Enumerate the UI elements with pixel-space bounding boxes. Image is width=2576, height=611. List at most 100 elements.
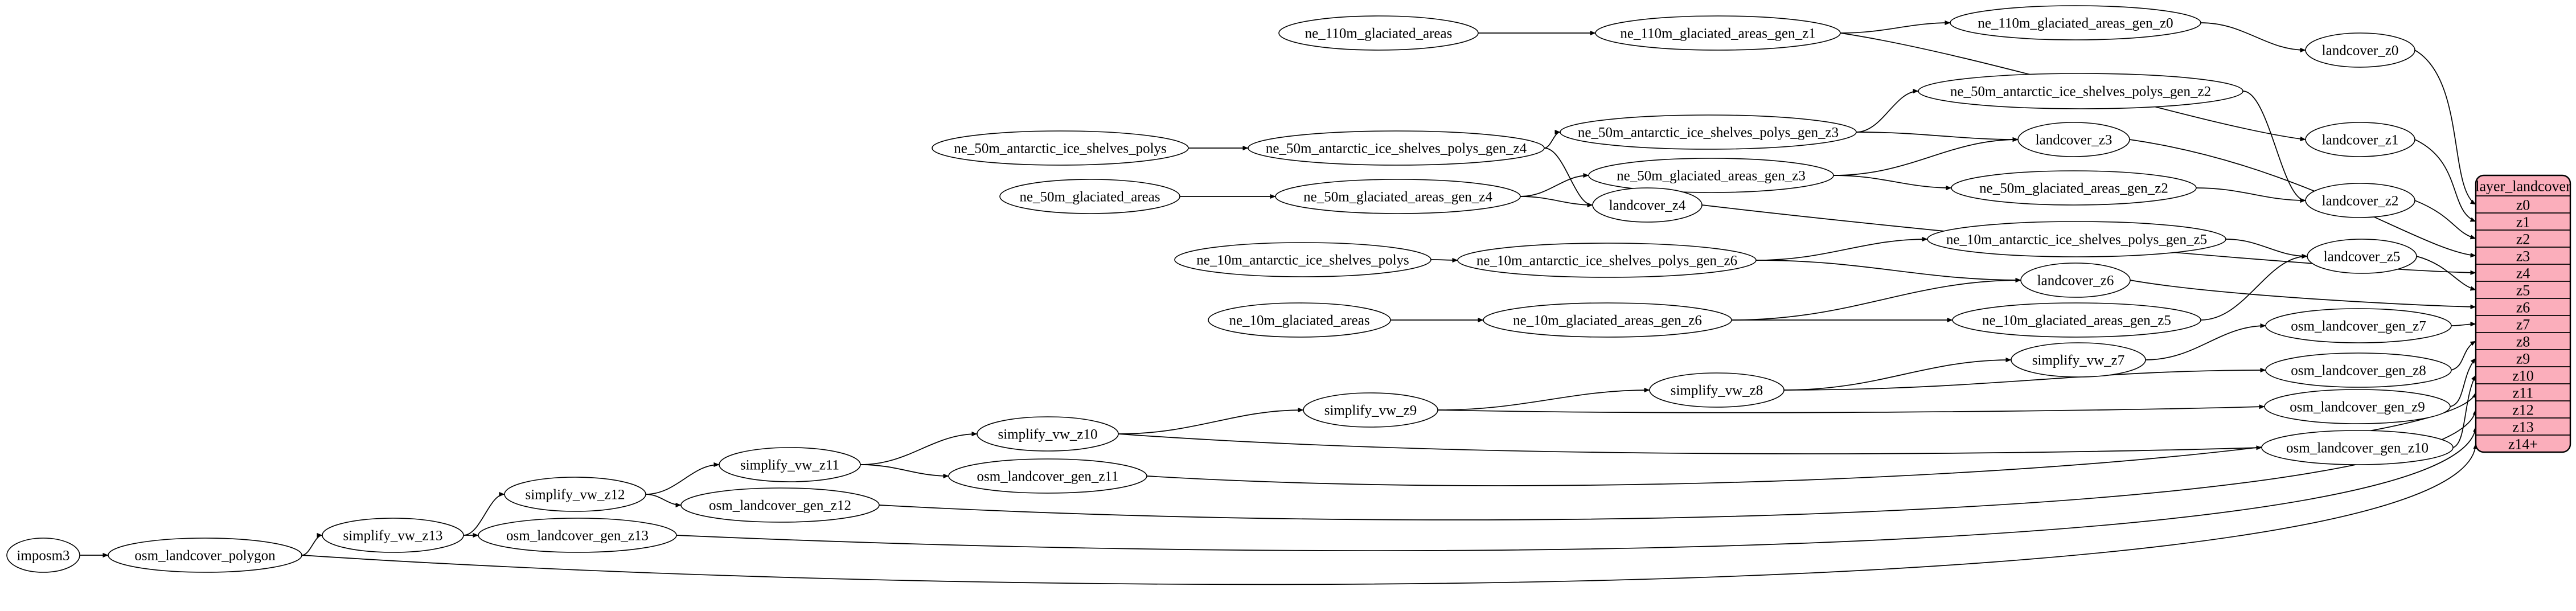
node-ellipse [1483, 302, 1732, 338]
edge-landcover_z2-to-z2 [2414, 200, 2476, 240]
node-ellipse [2017, 122, 2130, 157]
node-osm_landcover_gen_z10: osm_landcover_gen_z10 [2261, 430, 2454, 465]
node-ellipse [1950, 5, 2201, 40]
node-simplify_vw_z12: simplify_vw_z12 [504, 477, 646, 512]
edge-osm_landcover_polygon-to-z14+ [301, 443, 2478, 585]
node-ellipse [2265, 352, 2452, 388]
node-ellipse [2305, 183, 2415, 218]
node-label: ne_10m_glaciated_areas [1229, 313, 1369, 329]
edge-landcover_z5-to-z5 [2416, 256, 2476, 291]
node-ne_10m_glaciated_areas_gen_z5: ne_10m_glaciated_areas_gen_z5 [1952, 302, 2201, 338]
edge-ne_10m_antarctic_ice_shelves_polys_gen_z6-to-landcover_z6 [1755, 260, 2021, 283]
edge-simplify_vw_z13-to-simplify_vw_z12 [463, 491, 505, 536]
edge-ne_50m_antarctic_ice_shelves_polys_gen_z4-to-ne_50m_antarctic_ice_shelves_polys_gen_z3 [1544, 129, 1561, 149]
node-ellipse [2011, 342, 2146, 378]
node-simplify_vw_z13: simplify_vw_z13 [322, 518, 464, 553]
edge-simplify_vw_z11-to-osm_landcover_gen_z11 [860, 464, 949, 479]
edges-layer [79, 20, 2478, 585]
node-label: osm_landcover_gen_z13 [506, 528, 649, 544]
edge-simplify_vw_z12-to-osm_landcover_gen_z12 [645, 494, 682, 508]
node-label: ne_110m_glaciated_areas [1305, 26, 1453, 42]
edge-osm_landcover_gen_z8-to-z8 [2451, 341, 2476, 371]
node-ellipse [948, 458, 1147, 494]
node-ellipse [2307, 239, 2417, 274]
edge-ne_10m_glaciated_areas_gen_z6-to-landcover_z6 [1731, 277, 2021, 321]
node-label: osm_landcover_gen_z11 [977, 469, 1119, 485]
node-ne_50m_glaciated_areas_gen_z3: ne_50m_glaciated_areas_gen_z3 [1588, 158, 1834, 193]
node-landcover_z3: landcover_z3 [2017, 122, 2130, 157]
edge-ne_50m_antarctic_ice_shelves_polys_gen_z3-to-landcover_z3 [1856, 132, 2019, 142]
node-simplify_vw_z8: simplify_vw_z8 [1649, 372, 1785, 408]
node-label: simplify_vw_z13 [343, 528, 443, 544]
node-ellipse [1174, 242, 1431, 277]
node-label: ne_50m_glaciated_areas_gen_z4 [1303, 190, 1492, 205]
node-simplify_vw_z10: simplify_vw_z10 [977, 416, 1119, 452]
edge-ne_10m_antarctic_ice_shelves_polys_gen_z6-to-ne_10m_antarctic_ice_shelves_polys_gen_z5 [1755, 236, 1928, 261]
node-ne_50m_glaciated_areas_gen_z4: ne_50m_glaciated_areas_gen_z4 [1275, 179, 1521, 214]
node-ellipse [1560, 114, 1857, 150]
node-label: simplify_vw_z7 [2032, 353, 2125, 368]
table-row-z2: z2 [2516, 231, 2530, 248]
node-label: osm_landcover_gen_z12 [709, 498, 851, 514]
table-layer-landcover: layer_landcoverz0z1z2z3z4z5z6z7z8z9z10z1… [2475, 174, 2571, 453]
node-simplify_vw_z9: simplify_vw_z9 [1303, 392, 1438, 428]
edge-ne_50m_antarctic_ice_shelves_polys_gen_z2-to-landcover_z2 [2242, 91, 2306, 203]
node-ellipse [2305, 32, 2415, 68]
node-label: ne_10m_antarctic_ice_shelves_polys [1196, 253, 1409, 268]
node-label: ne_50m_antarctic_ice_shelves_polys_gen_z… [1266, 141, 1527, 157]
node-osm_landcover_gen_z13: osm_landcover_gen_z13 [478, 518, 677, 553]
node-label: osm_landcover_polygon [134, 548, 276, 564]
node-label: simplify_vw_z9 [1324, 403, 1417, 419]
edge-ne_110m_glaciated_areas_gen_z1-to-ne_110m_glaciated_areas_gen_z0 [1840, 20, 1951, 34]
node-label: landcover_z6 [2037, 273, 2114, 289]
table-row-z11: z11 [2513, 385, 2534, 401]
table-row-z3: z3 [2516, 248, 2530, 265]
node-label: imposm3 [17, 548, 69, 564]
node-landcover_z6: landcover_z6 [2020, 263, 2131, 298]
node-ellipse [2265, 308, 2452, 343]
node-ne_10m_antarctic_ice_shelves_polys_gen_z5: ne_10m_antarctic_ice_shelves_polys_gen_z… [1927, 221, 2226, 257]
node-ellipse [1927, 221, 2226, 257]
node-label: simplify_vw_z10 [998, 427, 1098, 442]
node-ellipse [1303, 392, 1438, 428]
node-osm_landcover_gen_z7: osm_landcover_gen_z7 [2265, 308, 2452, 343]
node-label: ne_110m_glaciated_areas_gen_z0 [1978, 16, 2173, 31]
edge-ne_50m_glaciated_areas_gen_z3-to-ne_50m_glaciated_areas_gen_z2 [1833, 175, 1952, 191]
node-imposm3: imposm3 [6, 538, 80, 573]
edge-ne_50m_glaciated_areas_gen_z4-to-landcover_z4 [1520, 196, 1593, 208]
node-ellipse [2020, 263, 2131, 298]
table-row-z0: z0 [2516, 197, 2530, 214]
node-ne_10m_antarctic_ice_shelves_polys: ne_10m_antarctic_ice_shelves_polys [1174, 242, 1431, 277]
edge-ne_110m_glaciated_areas_gen_z0-to-landcover_z0 [2200, 22, 2306, 53]
node-ne_110m_glaciated_areas_gen_z1: ne_110m_glaciated_areas_gen_z1 [1595, 15, 1841, 51]
edge-ne_10m_glaciated_areas_gen_z5-to-landcover_z5 [2200, 253, 2308, 321]
node-ellipse [1918, 73, 2243, 109]
edge-osm_landcover_gen_z7-to-z7 [2451, 321, 2476, 327]
node-ne_50m_antarctic_ice_shelves_polys: ne_50m_antarctic_ice_shelves_polys [932, 130, 1189, 166]
node-ne_10m_glaciated_areas_gen_z6: ne_10m_glaciated_areas_gen_z6 [1483, 302, 1732, 338]
node-osm_landcover_gen_z8: osm_landcover_gen_z8 [2265, 352, 2452, 388]
node-label: landcover_z1 [2322, 133, 2399, 148]
node-ellipse [977, 416, 1119, 452]
edge-osm_landcover_polygon-to-simplify_vw_z13 [301, 532, 323, 556]
table-row-z9: z9 [2516, 351, 2530, 367]
node-ellipse [6, 538, 80, 573]
node-landcover_z1: landcover_z1 [2305, 122, 2415, 157]
node-ellipse [2264, 389, 2451, 424]
edge-landcover_z1-to-z1 [2414, 139, 2476, 222]
edge-ne_50m_antarctic_ice_shelves_polys_gen_z3-to-ne_50m_antarctic_ice_shelves_polys_gen_z2 [1856, 88, 1919, 133]
edge-osm_landcover_gen_z9-to-z9 [2450, 358, 2476, 407]
edge-simplify_vw_z8-to-simplify_vw_z7 [1783, 357, 2012, 391]
node-landcover_z0: landcover_z0 [2305, 32, 2415, 68]
node-label: osm_landcover_gen_z9 [2290, 400, 2425, 415]
node-label: landcover_z4 [1609, 198, 1686, 214]
table-row-z6: z6 [2516, 300, 2530, 316]
edge-ne_50m_glaciated_areas_gen_z3-to-landcover_z3 [1833, 137, 2019, 176]
edge-simplify_vw_z10-to-osm_landcover_gen_z10 [1118, 433, 2262, 454]
node-landcover_z4: landcover_z4 [1592, 187, 1703, 223]
node-label: simplify_vw_z12 [526, 487, 625, 503]
edge-osm_landcover_gen_z10-to-z10 [2452, 375, 2476, 448]
node-label: ne_10m_glaciated_areas_gen_z5 [1982, 313, 2171, 329]
edge-ne_50m_antarctic_ice_shelves_polys_gen_z4-to-landcover_z4 [1544, 147, 1593, 208]
node-ellipse [1278, 15, 1479, 51]
